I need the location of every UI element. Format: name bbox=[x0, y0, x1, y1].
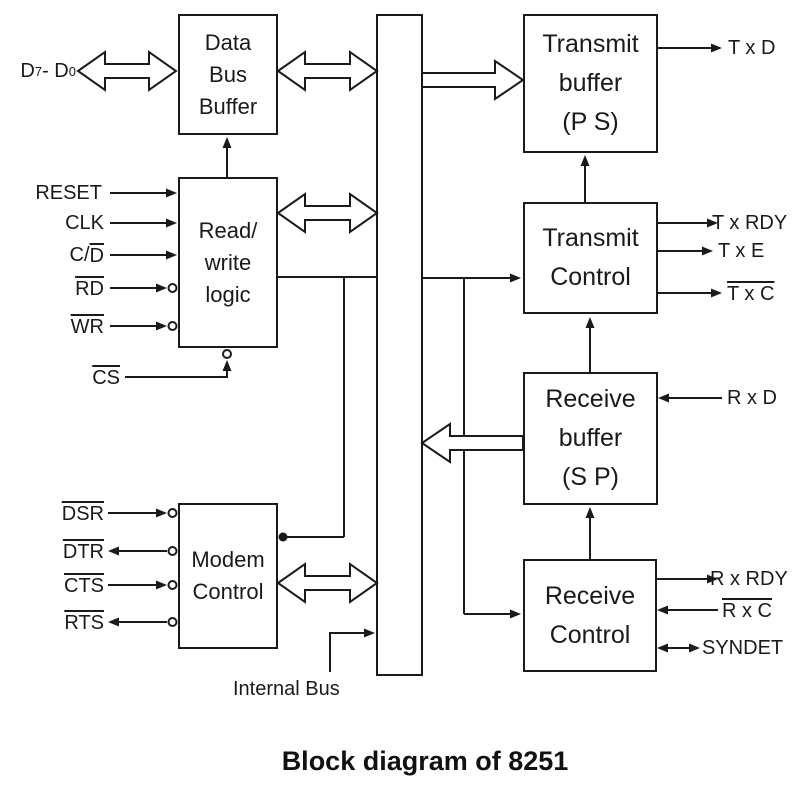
clk-line bbox=[110, 218, 177, 228]
modem-bus-bidir-arrow bbox=[276, 562, 379, 604]
diagram-title: Block diagram of 8251 bbox=[281, 746, 569, 776]
label-rd: RD bbox=[75, 277, 104, 300]
syndet-line bbox=[657, 643, 700, 653]
label-rxc: R x C bbox=[722, 599, 772, 622]
internal-bus-leader bbox=[329, 628, 375, 672]
rts-line bbox=[108, 617, 178, 627]
internal-bus-bar bbox=[376, 14, 423, 676]
d-bus-bidir-arrow bbox=[76, 50, 178, 92]
c-d-line bbox=[110, 250, 177, 260]
rxrdy-line bbox=[657, 574, 718, 584]
rd-line bbox=[110, 283, 178, 293]
rc-to-rb-arrow bbox=[585, 507, 595, 559]
control-routing-left bbox=[278, 276, 377, 542]
dsr-line bbox=[108, 508, 178, 518]
label-txe: T x E bbox=[718, 239, 765, 262]
receive-buffer-to-bus-arrow bbox=[420, 422, 524, 464]
label-rxrdy: R x RDY bbox=[710, 567, 788, 590]
transmit-control-block: Transmit Control bbox=[523, 202, 658, 314]
rb-to-tc-arrow bbox=[585, 317, 595, 372]
label-txrdy: T x RDY bbox=[712, 211, 788, 234]
internal-bus-label: Internal Bus bbox=[233, 678, 340, 700]
bus-to-transmit-buffer-arrow bbox=[421, 59, 525, 101]
rwl-to-dbb-arrow bbox=[222, 137, 232, 177]
label-reset: RESET bbox=[35, 181, 102, 204]
receive-control-block: Receive Control bbox=[523, 559, 657, 672]
tc-to-tb-arrow bbox=[580, 155, 590, 202]
label-syndet: SYNDET bbox=[702, 636, 784, 659]
read-write-logic-block: Read/ write logic bbox=[178, 177, 278, 348]
reset-line bbox=[110, 188, 177, 198]
label-c-d: C/D bbox=[69, 243, 104, 267]
label-rts: RTS bbox=[64, 611, 104, 634]
label-cs: CS bbox=[92, 366, 120, 389]
label-txd: T x D bbox=[728, 36, 776, 59]
label-rxd: R x D bbox=[727, 386, 777, 409]
rxd-line bbox=[658, 393, 722, 403]
label-clk: CLK bbox=[65, 211, 104, 234]
cs-line bbox=[125, 349, 232, 378]
data-bus-buffer-block: Data Bus Buffer bbox=[178, 14, 278, 135]
txe-line bbox=[658, 246, 713, 256]
modem-control-block: Modem Control bbox=[178, 503, 278, 649]
transmit-buffer-block: Transmit buffer (P S) bbox=[523, 14, 658, 153]
wr-line bbox=[110, 321, 178, 331]
rxc-line bbox=[657, 605, 718, 615]
receive-buffer-block: Receive buffer (S P) bbox=[523, 372, 658, 505]
dbb-bus-bidir-arrow bbox=[276, 50, 379, 92]
txd-line bbox=[658, 43, 722, 53]
label-dsr: DSR bbox=[61, 502, 104, 525]
txrdy-line bbox=[658, 218, 718, 228]
label-cts: CTS bbox=[64, 574, 104, 597]
label-wr: WR bbox=[70, 315, 104, 338]
cts-line bbox=[108, 580, 178, 590]
label-dtr: DTR bbox=[62, 540, 104, 563]
label-txc: T x C bbox=[727, 282, 775, 305]
rwl-bus-bidir-arrow bbox=[276, 192, 379, 234]
dtr-line bbox=[108, 546, 178, 556]
txc-line bbox=[658, 288, 722, 298]
